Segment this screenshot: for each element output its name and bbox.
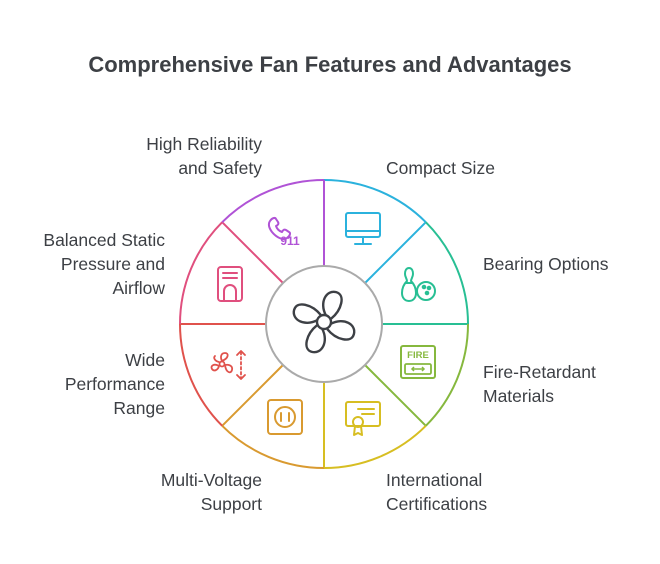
ring-segment-compact (323, 179, 427, 223)
ring-segment-reliability (221, 179, 325, 223)
ring-divider-fire (364, 364, 427, 427)
label-wide-performance: Wide Performance Range (64, 350, 165, 418)
ring-divider-balanced (221, 221, 284, 284)
fan-icon (292, 290, 356, 354)
label-balanced-pressure: Balanced Static Pressure and Airflow (43, 230, 165, 298)
bowling-icon (401, 267, 436, 302)
label-bearing-options: Bearing Options (483, 254, 609, 274)
fire-sign-icon: FIRE (400, 345, 436, 379)
power-outlet-icon (267, 399, 303, 435)
svg-text:FIRE: FIRE (407, 350, 429, 361)
ring-segment-range (179, 323, 223, 427)
label-certifications: International Certifications (386, 470, 488, 514)
label-reliability-safety: High Reliability and Safety (146, 134, 262, 178)
air-filter-icon (217, 266, 243, 302)
fan-blade (321, 290, 343, 320)
label-compact-size: Compact Size (386, 158, 495, 178)
fan-blade (326, 319, 356, 341)
emergency-phone-icon: 911 (267, 216, 300, 248)
fan-range-icon (210, 350, 246, 380)
ring-segment-fire (425, 323, 469, 427)
certificate-icon (345, 401, 381, 436)
ring-segment-cert (323, 425, 427, 469)
label-multi-voltage: Multi-Voltage Support (160, 470, 262, 514)
ring-divider-compact (364, 221, 427, 284)
label-fire-retardant: Fire-Retardant Materials (483, 362, 596, 406)
ring-segment-voltage (221, 425, 325, 469)
center-circle (265, 265, 383, 383)
ring-segment-bearing (425, 221, 469, 325)
fan-blade (305, 324, 327, 354)
page-title: Comprehensive Fan Features and Advantage… (88, 52, 572, 77)
svg-text:911: 911 (280, 234, 300, 248)
fan-blade (292, 303, 322, 325)
monitor-icon (345, 212, 381, 245)
ring-segment-balanced (179, 221, 223, 325)
ring-divider-voltage (221, 364, 284, 427)
